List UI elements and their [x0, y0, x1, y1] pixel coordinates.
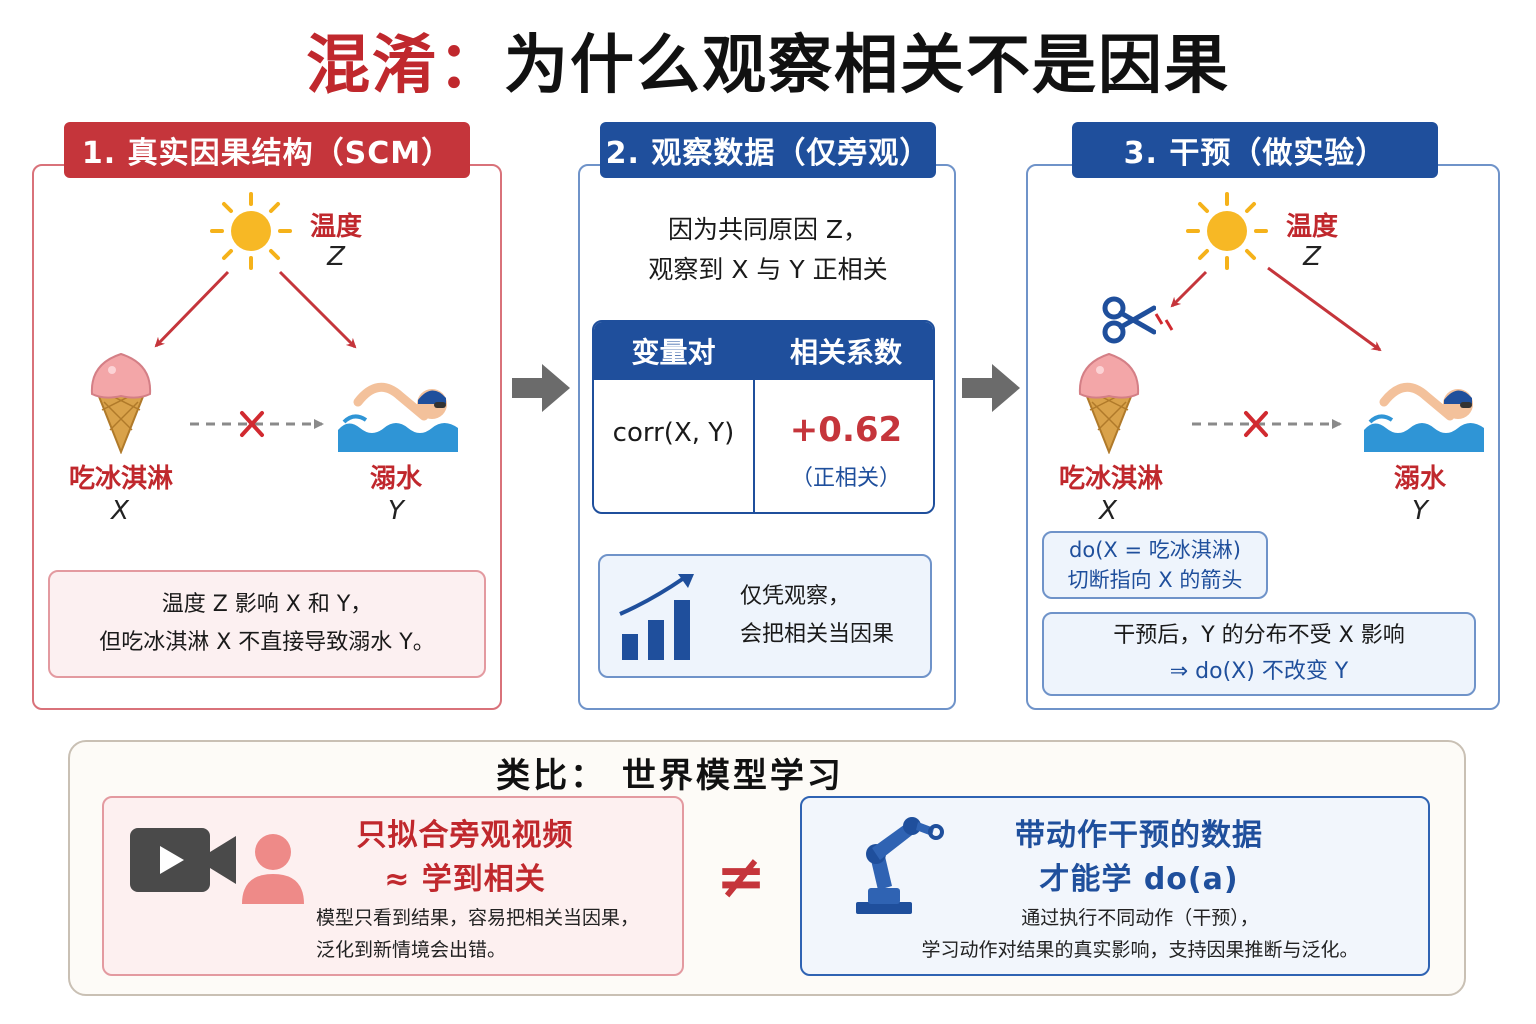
video-camera-icon: [130, 828, 236, 892]
y-label: 溺水: [1393, 464, 1446, 494]
intervention-note-line2: ⇒ do(X) 不改变 Y: [1169, 659, 1349, 684]
x-var: X: [111, 496, 129, 526]
title-part2: 为什么观察相关不是因果: [504, 29, 1230, 103]
intervention-head1: 带动作干预的数据: [1015, 818, 1263, 853]
table-divider: [753, 322, 755, 512]
intervention-note-line1: 干预后，Y 的分布不受 X 影响: [1113, 623, 1405, 648]
x-label: 吃冰淇淋: [1058, 464, 1163, 494]
swimmer-icon: [338, 382, 458, 452]
panel-intervention-tab: 3. 干预（做实验）: [1072, 122, 1438, 178]
y-var: Y: [1412, 496, 1428, 526]
table-cell-value: +0.62: [789, 410, 903, 450]
z-label: 温度: [309, 212, 362, 242]
ice-cream-icon: [90, 352, 152, 454]
observation-note-line2: 会把相关当因果: [740, 622, 895, 647]
z-label: 温度: [1285, 212, 1338, 242]
arrow-z-to-y: [1267, 266, 1382, 352]
table-cell-pair: corr(X, Y): [612, 418, 735, 448]
sun-icon: [1186, 192, 1268, 270]
scm-note: 温度 Z 影响 X 和 Y， 但吃冰淇淋 X 不直接导致溺水 Y。: [48, 570, 486, 678]
scissors-icon: [1102, 296, 1156, 344]
x-label: 吃冰淇淋: [68, 464, 173, 494]
do-operator-box: do(X = 吃冰淇淋) 切断指向 X 的箭头: [1042, 531, 1268, 599]
cross-mark: [1244, 411, 1268, 437]
intervention-text2: 学习动作对结果的真实影响，支持因果推断与泛化。: [921, 939, 1359, 961]
scm-note-line2: 但吃冰淇淋 X 不直接导致溺水 Y。: [99, 630, 435, 655]
panel-observation-tab: 2. 观察数据（仅旁观）: [600, 122, 936, 178]
cut-mark: [1154, 313, 1174, 331]
table-cell-value-note: （正相关）: [790, 466, 901, 491]
intervention-text1: 通过执行不同动作（干预），: [1021, 907, 1259, 929]
do-line2: 切断指向 X 的箭头: [1067, 568, 1243, 592]
robot-arm-icon: [856, 817, 944, 914]
observation-intro-line1: 因为共同原因 Z，: [667, 215, 869, 244]
arrow-z-to-x-cut: [1170, 270, 1208, 308]
x-var: X: [1099, 496, 1117, 526]
intervention-arrows: [1154, 266, 1382, 437]
observation-intro: 因为共同原因 Z， 观察到 X 与 Y 正相关: [600, 210, 936, 290]
scm-note-line1: 温度 Z 影响 X 和 Y，: [161, 592, 373, 617]
table-header-corr: 相关系数: [755, 322, 933, 380]
table-header-pair: 变量对: [594, 322, 753, 380]
person-icon: [242, 834, 304, 904]
sun-icon: [210, 192, 292, 270]
z-var: Z: [1303, 242, 1321, 272]
chart-up-icon: [619, 574, 694, 660]
arrow-z-to-x: [154, 270, 230, 348]
not-equal-sign: ≠: [715, 842, 767, 912]
y-label: 溺水: [369, 464, 422, 494]
causal-arrows: [154, 270, 357, 437]
cross-mark: [240, 411, 264, 437]
ice-cream-icon: [1078, 352, 1140, 454]
intervention-head2: 才能学 do(a): [1039, 862, 1239, 897]
z-var: Z: [327, 242, 345, 272]
passive-head2: ≈ 学到相关: [384, 862, 546, 897]
swimmer-icon: [1364, 382, 1484, 452]
flow-arrow-1: [512, 364, 570, 412]
observation-note: 仅凭观察， 会把相关当因果: [598, 554, 932, 678]
do-line1: do(X = 吃冰淇淋): [1069, 538, 1241, 562]
y-var: Y: [388, 496, 404, 526]
title-part1: 混淆：: [306, 29, 504, 103]
passive-head1: 只拟合旁观视频: [356, 818, 574, 853]
flow-arrow-2: [962, 364, 1020, 412]
intervention-note: 干预后，Y 的分布不受 X 影响 ⇒ do(X) 不改变 Y: [1042, 612, 1476, 696]
passive-text2: 泛化到新情境会出错。: [316, 939, 507, 961]
passive-text1: 模型只看到结果，容易把相关当因果，: [316, 907, 640, 929]
observation-note-line1: 仅凭观察，: [740, 584, 851, 609]
panel-scm-tab: 1. 真实因果结构（SCM）: [64, 122, 470, 178]
observation-intro-line2: 观察到 X 与 Y 正相关: [648, 255, 888, 284]
correlation-table: 变量对 相关系数 corr(X, Y) +0.62 （正相关）: [592, 320, 935, 514]
page-title: 混淆：为什么观察相关不是因果: [0, 14, 1536, 106]
analogy-title: 类比： 世界模型学习: [496, 756, 844, 796]
arrow-z-to-y: [278, 270, 357, 349]
